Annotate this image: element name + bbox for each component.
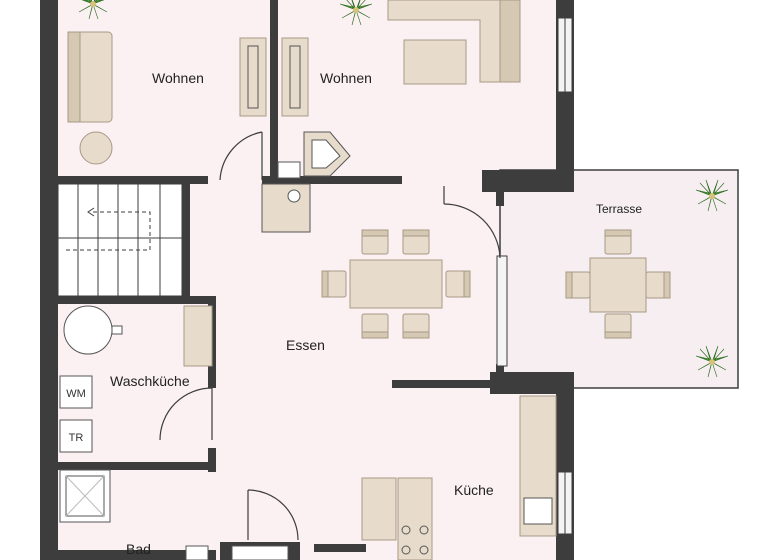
room-label-kueche: Küche — [454, 482, 494, 498]
room-label-wohnen-left: Wohnen — [152, 70, 204, 86]
dryer-label: TR — [69, 432, 84, 444]
washbasin — [185, 545, 209, 560]
washing-machine: WM — [59, 375, 93, 409]
staircase-icon — [57, 183, 183, 297]
dryer: TR — [59, 419, 93, 453]
door-swings — [159, 131, 501, 541]
room-label-bad: Bad — [126, 541, 151, 557]
room-label-essen: Essen — [286, 337, 325, 353]
cooktop — [397, 477, 433, 560]
entrance-door — [231, 545, 289, 560]
washer-label: WM — [66, 388, 86, 400]
wall-bottom-mid — [314, 544, 366, 552]
shower — [59, 469, 111, 523]
shelf-pair — [239, 37, 309, 117]
side-table — [79, 131, 113, 165]
terrace-table-set — [565, 229, 671, 339]
kitchen-counter — [519, 395, 557, 537]
washtub — [63, 305, 123, 355]
window-terrace — [496, 255, 508, 367]
room-label-wohnen-right: Wohnen — [320, 70, 372, 86]
room-label-waschkueche: Waschküche — [110, 373, 190, 389]
counter-laundry — [183, 305, 213, 367]
sofa-left — [67, 31, 113, 123]
stove — [261, 131, 351, 233]
corner-sofa — [387, 0, 521, 83]
kitchen-island — [361, 477, 397, 541]
room-label-terrasse: Terrasse — [596, 202, 642, 216]
coffee-table — [403, 39, 467, 85]
dining-set — [321, 229, 471, 339]
